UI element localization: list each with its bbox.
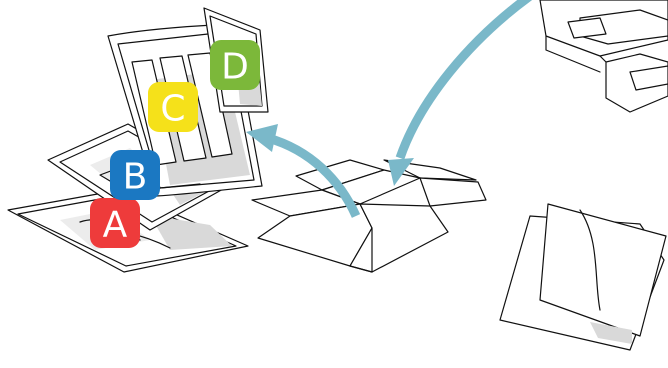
badge-b-label: B [123,157,148,198]
machine-part [540,0,668,112]
badge-b: B [110,150,160,200]
badge-d-label: D [221,47,249,88]
badge-c: C [148,82,198,132]
badge-a: A [90,198,140,248]
badge-c-label: C [160,89,185,130]
open-cardboard-box [252,160,486,272]
arrow-into-box [388,0,530,186]
folded-cloth [500,204,666,350]
badge-d: D [210,40,260,90]
badge-a-label: A [103,205,128,246]
